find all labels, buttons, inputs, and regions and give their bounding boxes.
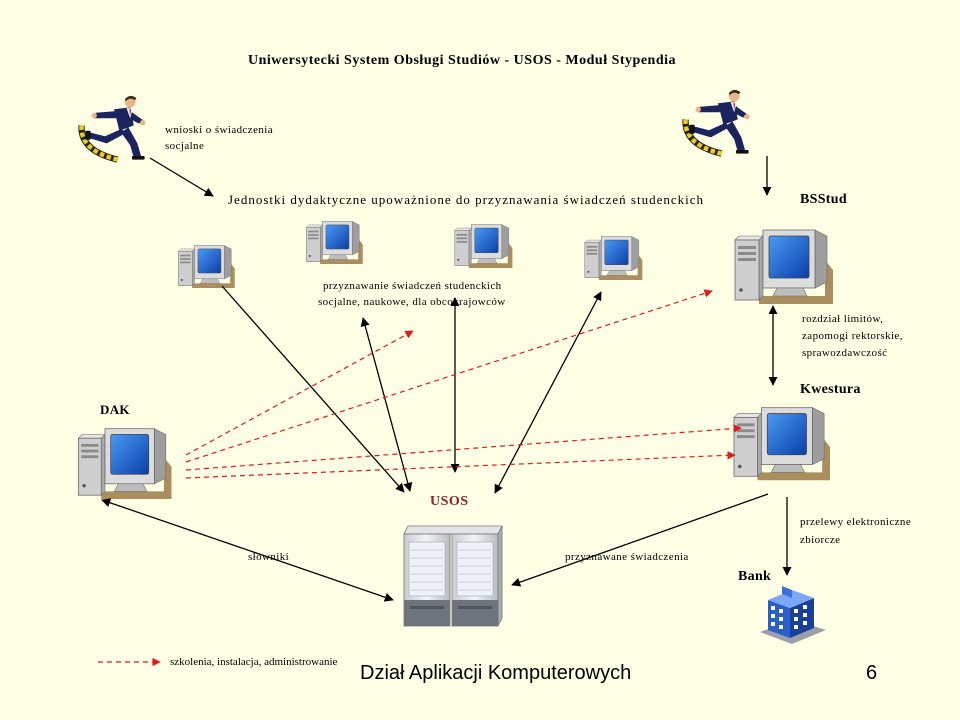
computer-icon	[77, 428, 173, 499]
dak-support-arrow	[185, 289, 713, 463]
footer-title: Dział Aplikacji Komputerowych	[360, 662, 632, 684]
server-icon	[403, 525, 503, 627]
running-man-icon	[686, 90, 750, 154]
usos-label: USOS	[430, 494, 469, 509]
computer-icon	[178, 245, 235, 288]
computer-icon	[306, 221, 364, 264]
dak-label: DAK	[100, 402, 130, 417]
przyznawanie-label-line2: socjalne, naukowe, dla obcokrajowców	[318, 296, 506, 308]
computer-icon	[454, 224, 513, 268]
unit-usos-arrow	[360, 317, 413, 492]
dak-support-arrow	[185, 424, 742, 471]
dak-support-arrow	[185, 330, 414, 456]
rozdzial-label-line1: rozdział limitów,	[802, 313, 884, 325]
unit-usos-arrow	[221, 285, 405, 493]
przelewy-label-line2: zbiorcze	[800, 534, 841, 546]
computer-icon	[734, 229, 834, 304]
slide-title: Uniwersytecki System Obsługi Studiów - U…	[248, 53, 677, 68]
computer-icon	[584, 236, 643, 280]
slowniki-label: słowniki	[248, 551, 290, 563]
kwestura-server-arrow	[511, 493, 769, 587]
kwestura-label: Kwestura	[800, 382, 861, 397]
wnioski-arrow	[149, 157, 214, 197]
wnioski-label-line2: socjalne	[165, 140, 205, 152]
przyznawanie-label-line1: przyznawanie świadczeń studenckich	[323, 280, 502, 292]
jednostki-label: Jednostki dydaktyczne upoważnione do prz…	[228, 192, 705, 207]
dak-server-arrow	[101, 498, 394, 602]
unit-usos-arrow	[494, 291, 602, 494]
rozdzial-label-line2: zapomogi rektorskie,	[802, 330, 903, 342]
bsstud-label: BSStud	[800, 192, 847, 207]
computer-icon	[733, 407, 830, 481]
dak-support-arrow	[185, 451, 736, 479]
przyznawane-label: przyznawane świadczenia	[565, 551, 689, 563]
running-man-icon	[82, 96, 146, 160]
przelewy-label-line1: przelewy elektroniczne	[800, 516, 912, 528]
bank-building-icon	[760, 586, 826, 644]
page-number: 6	[866, 662, 878, 684]
legend-label: szkolenia, instalacja, administrowanie	[170, 656, 338, 668]
rozdzial-label-line3: sprawozdawczość	[802, 347, 888, 359]
bank-label: Bank	[738, 569, 772, 584]
wnioski-label-line1: wnioski o świadczenia	[165, 124, 273, 136]
